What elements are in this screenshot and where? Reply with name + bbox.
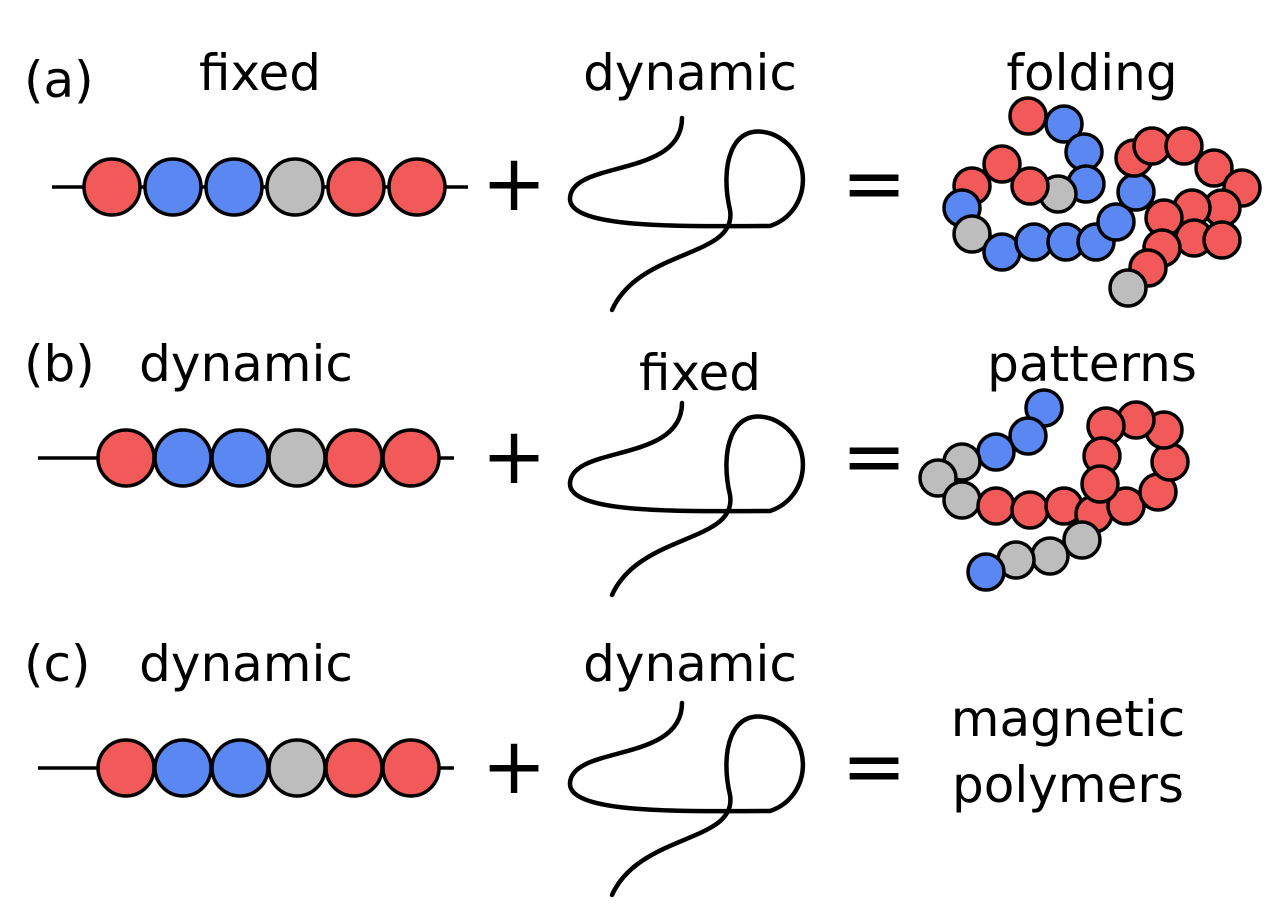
gray-bead [1030, 536, 1070, 576]
red-bead [82, 157, 142, 217]
red-bead [387, 157, 447, 217]
gray-bead [265, 157, 325, 217]
structure-label-c: dynamic [583, 635, 797, 693]
red-bead [1194, 148, 1234, 188]
equals-sign-c: = [841, 722, 906, 812]
red-bead [1164, 126, 1204, 166]
gray-bead [1062, 520, 1102, 560]
result-label-a: folding [1006, 44, 1177, 102]
blue-bead [1116, 172, 1156, 212]
red-bead [96, 428, 156, 488]
gray-bead [952, 214, 992, 254]
red-bead [381, 428, 441, 488]
row-c: (c) dynamic dynamic + = magnetic polymer… [24, 635, 1186, 898]
row-a: (a) fixed dynamic folding + = [24, 44, 1262, 313]
gray-bead [1108, 268, 1148, 308]
bead-sequence-a [52, 157, 468, 217]
blue-bead [966, 552, 1006, 592]
red-bead [324, 738, 384, 798]
equals-sign-a: = [841, 139, 906, 229]
red-bead [1106, 486, 1146, 526]
gray-bead [267, 738, 327, 798]
red-bead [326, 157, 386, 217]
result-label-c-line1: magnetic [951, 690, 1186, 748]
red-bead [324, 428, 384, 488]
row-b: (b) dynamic fixed patterns + = [24, 335, 1197, 598]
folded-chain-b [918, 388, 1190, 592]
structure-label-b: fixed [639, 344, 761, 402]
sequence-label-b: dynamic [139, 335, 353, 393]
red-bead [1080, 464, 1120, 504]
blue-bead [1096, 202, 1136, 242]
red-bead [976, 486, 1016, 526]
result-label-c-line2: polymers [952, 756, 1184, 814]
gray-bead [267, 428, 327, 488]
blue-bead [204, 157, 264, 217]
gray-bead [942, 480, 982, 520]
plus-sign-a: + [481, 139, 546, 229]
blue-bead [210, 738, 270, 798]
red-bead [96, 738, 156, 798]
red-bead [1150, 442, 1190, 482]
red-bead [1010, 490, 1050, 530]
blue-bead [1044, 104, 1084, 144]
bead-sequence-b [38, 428, 454, 488]
panel-label-b: (b) [24, 335, 95, 393]
plus-sign-b: + [481, 412, 546, 502]
gray-bead [918, 458, 958, 498]
blue-bead [1008, 416, 1048, 456]
structure-label-a: dynamic [583, 44, 797, 102]
red-bead [1202, 220, 1242, 260]
blue-bead [153, 428, 213, 488]
blue-bead [153, 738, 213, 798]
result-label-b: patterns [987, 335, 1197, 393]
structure-curve-a [567, 115, 806, 313]
structure-curve-b [567, 400, 806, 598]
red-bead [982, 144, 1022, 184]
blue-bead [210, 428, 270, 488]
red-bead [381, 738, 441, 798]
bead-sequence-c [38, 738, 454, 798]
panel-label-a: (a) [24, 51, 94, 109]
red-bead [1010, 166, 1050, 206]
plus-sign-c: + [481, 722, 546, 812]
sequence-label-c: dynamic [139, 635, 353, 693]
structure-curve-c [567, 700, 806, 898]
blue-bead [976, 432, 1016, 472]
panel-label-c: (c) [24, 635, 91, 693]
equals-sign-b: = [841, 412, 906, 502]
red-bead [1008, 96, 1048, 136]
folded-chain-a [942, 96, 1262, 308]
sequence-label-a: fixed [199, 44, 321, 102]
blue-bead [143, 157, 203, 217]
